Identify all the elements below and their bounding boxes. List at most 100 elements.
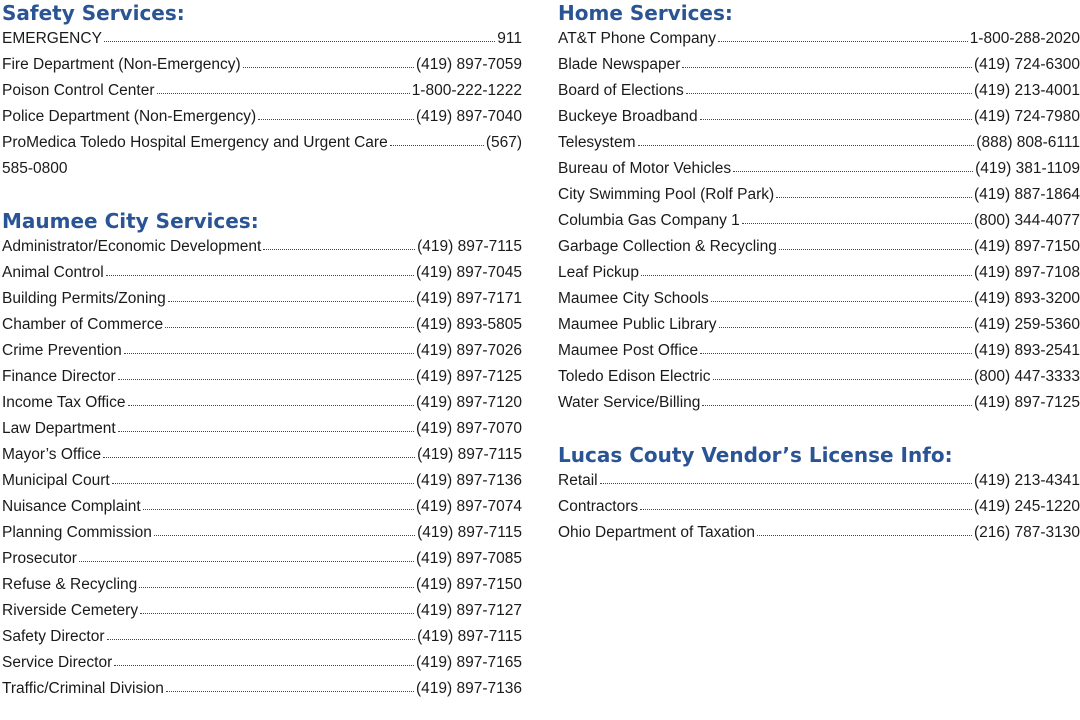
entry-name: Finance Director xyxy=(2,368,116,385)
directory-entry: Buckeye Broadband(419) 724-7980 xyxy=(558,104,1080,130)
dot-leader xyxy=(640,508,972,510)
directory-entry: Prosecutor(419) 897-7085 xyxy=(2,546,522,572)
entry-name: Board of Elections xyxy=(558,82,684,99)
entry-name: Toledo Edison Electric xyxy=(558,368,711,385)
maumee-city-services-heading: Maumee City Services: xyxy=(2,209,259,233)
entry-name: Water Service/Billing xyxy=(558,394,701,411)
directory-entry: Telesystem (888) 808-6111 xyxy=(558,130,1080,156)
directory-entry: Maumee Public Library(419) 259-5360 xyxy=(558,312,1080,338)
entry-name: EMERGENCY xyxy=(2,30,102,47)
dot-leader xyxy=(682,66,972,68)
entry-name: Police Department (Non-Emergency) xyxy=(2,108,257,125)
dot-leader xyxy=(156,92,410,94)
dot-leader xyxy=(699,118,972,120)
dot-leader xyxy=(776,196,972,198)
dot-leader xyxy=(710,300,972,302)
entry-name: Ohio Department of Taxation xyxy=(558,524,756,541)
dot-leader xyxy=(114,664,414,666)
dot-leader xyxy=(389,144,484,146)
directory-entry: Columbia Gas Company 1 (800) 344-4077 xyxy=(558,208,1080,234)
directory-entry: Board of Elections(419) 213-4001 xyxy=(558,78,1080,104)
entry-phone: (800) 344-4077 xyxy=(974,212,1080,229)
dot-leader xyxy=(242,66,414,68)
directory-entry: Contractors(419) 245-1220 xyxy=(558,494,1080,520)
directory-entry: Building Permits/Zoning(419) 897-7171 xyxy=(2,286,522,312)
entry-name: Poison Control Center xyxy=(2,82,155,99)
entry-phone: 1-800-288-2020 xyxy=(969,30,1080,47)
right-column: Home Services: AT&T Phone Company 1-800-2… xyxy=(558,0,1080,546)
entry-phone: (419) 897-7171 xyxy=(416,290,522,307)
entry-phone: (419) 897-7150 xyxy=(974,238,1080,255)
directory-entry: Fire Department (Non-Emergency) (419) 897… xyxy=(2,52,522,78)
dot-leader xyxy=(106,638,416,640)
entry-name: Leaf Pickup xyxy=(558,264,639,281)
directory-entry-promedica: ProMedica Toledo Hospital Emergency and … xyxy=(2,130,522,182)
entry-name: Income Tax Office xyxy=(2,394,126,411)
entry-phone: (419) 897-7115 xyxy=(417,238,522,255)
section-spacer xyxy=(558,416,1080,442)
directory-entry: Toledo Edison Electric (800) 447-3333 xyxy=(558,364,1080,390)
entry-name: Garbage Collection & Recycling xyxy=(558,238,777,255)
dot-leader xyxy=(637,144,975,146)
directory-entry: Retail(419) 213-4341 xyxy=(558,468,1080,494)
entry-phone: (419) 897-7125 xyxy=(974,394,1080,411)
directory-entry: Law Department(419) 897-7070 xyxy=(2,416,522,442)
dot-leader xyxy=(263,248,416,250)
entry-phone: (419) 893-2541 xyxy=(974,342,1080,359)
entry-name: Bureau of Motor Vehicles xyxy=(558,160,732,177)
dot-leader xyxy=(103,456,416,458)
entry-phone: (888) 808-6111 xyxy=(976,134,1080,151)
entry-phone: (419) 887-1864 xyxy=(974,186,1080,203)
entry-phone: (419) 897-7026 xyxy=(416,342,522,359)
entry-name: Chamber of Commerce xyxy=(2,316,164,333)
directory-entry: Water Service/Billing (419) 897-7125 xyxy=(558,390,1080,416)
entry-phone: (419) 897-7059 xyxy=(416,56,522,73)
directory-entry: Refuse & Recycling(419) 897-7150 xyxy=(2,572,522,598)
dot-leader xyxy=(599,482,972,484)
dot-leader xyxy=(778,248,972,250)
entry-name: Telesystem xyxy=(558,134,636,151)
entry-name: Fire Department (Non-Emergency) xyxy=(2,56,241,73)
dot-leader xyxy=(165,690,414,692)
directory-entry: Maumee Post Office (419) 893-2541 xyxy=(558,338,1080,364)
entry-phone: 1-800-222-1222 xyxy=(411,82,522,99)
dot-leader xyxy=(641,274,972,276)
entry-name: Riverside Cemetery xyxy=(2,602,139,619)
entry-phone: (419) 897-7127 xyxy=(416,602,522,619)
entry-name: City Swimming Pool (Rolf Park) xyxy=(558,186,775,203)
entry-phone: (419) 897-7074 xyxy=(416,498,522,515)
dot-leader xyxy=(111,482,414,484)
entry-phone: (216) 787-3130 xyxy=(974,524,1080,541)
directory-entry: Traffic/Criminal Division(419) 897-7136 xyxy=(2,676,522,702)
entry-name: AT&T Phone Company xyxy=(558,30,716,47)
entry-phone: (419) 897-7150 xyxy=(416,576,522,593)
directory-entry: Planning Commission(419) 897-7115 xyxy=(2,520,522,546)
dot-leader xyxy=(165,326,414,328)
entry-name: Law Department xyxy=(2,420,116,437)
directory-entry: Leaf Pickup (419) 897-7108 xyxy=(558,260,1080,286)
entry-name: Buckeye Broadband xyxy=(558,108,698,125)
entry-name: Columbia Gas Company 1 xyxy=(558,212,740,229)
maumee-city-services-list: Administrator/Economic Development(419) … xyxy=(2,234,522,702)
entry-name: Maumee City Schools xyxy=(558,290,709,307)
entry-name: Blade Newspaper xyxy=(558,56,681,73)
dot-leader xyxy=(123,352,414,354)
dot-leader xyxy=(167,300,414,302)
entry-phone: (419) 259-5360 xyxy=(974,316,1080,333)
directory-entry: Blade Newspaper (419) 724-6300 xyxy=(558,52,1080,78)
directory-entry: Nuisance Complaint(419) 897-7074 xyxy=(2,494,522,520)
entry-phone: (419) 897-7108 xyxy=(974,264,1080,281)
home-services-heading: Home Services: xyxy=(558,1,733,25)
entry-name: Maumee Post Office xyxy=(558,342,699,359)
entry-phone: (800) 447-3333 xyxy=(974,368,1080,385)
entry-phone: (419) 724-6300 xyxy=(974,56,1080,73)
entry-phone: (419) 897-7115 xyxy=(417,524,522,541)
dot-leader xyxy=(117,430,414,432)
dot-leader xyxy=(712,378,972,380)
directory-entry: Animal Control(419) 897-7045 xyxy=(2,260,522,286)
entry-phone: (419) 897-7120 xyxy=(416,394,522,411)
